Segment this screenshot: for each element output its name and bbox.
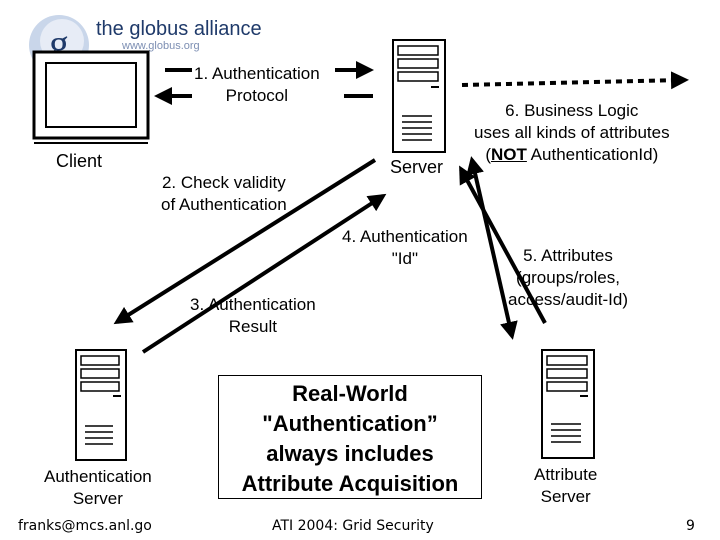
step6-label: 6. Business Logic uses all kinds of attr… xyxy=(474,101,670,164)
authentication-result-arrow xyxy=(141,193,387,354)
attributes-arrow xyxy=(466,156,518,340)
step4-label: 4. Authentication "Id" xyxy=(342,227,468,268)
logo-url: www.globus.org xyxy=(122,40,200,52)
server-tower-icon xyxy=(392,39,446,153)
step5-label: 5. Attributes (groups/roles, access/audi… xyxy=(508,246,628,309)
authentication-server-label: Authentication Server xyxy=(44,467,152,508)
footer-page-number: 9 xyxy=(686,518,695,534)
server-label: Server xyxy=(390,157,444,177)
step2-label: 2. Check validity of Authentication xyxy=(161,173,287,214)
real-world-callout-box: Real-World "Authentication” always inclu… xyxy=(218,375,482,499)
check-validity-arrow xyxy=(113,158,377,325)
step3-label: 3. Authentication Result xyxy=(190,295,316,336)
client-label: Client xyxy=(56,151,103,171)
footer-title: ATI 2004: Grid Security xyxy=(272,518,434,534)
step1-label: 1. Authentication Protocol xyxy=(194,64,320,105)
logo-name: the globus alliance xyxy=(96,18,262,40)
attribute-server-tower-icon xyxy=(541,349,595,459)
footer-email: franks@mcs.anl.go xyxy=(18,518,152,534)
business-logic-dotted-arrow xyxy=(461,71,689,90)
not-emphasis: NOT xyxy=(491,145,527,164)
client-monitor-icon xyxy=(32,50,150,144)
attribute-server-label: Attribute Server xyxy=(534,465,598,506)
authentication-server-tower-icon xyxy=(75,349,127,461)
